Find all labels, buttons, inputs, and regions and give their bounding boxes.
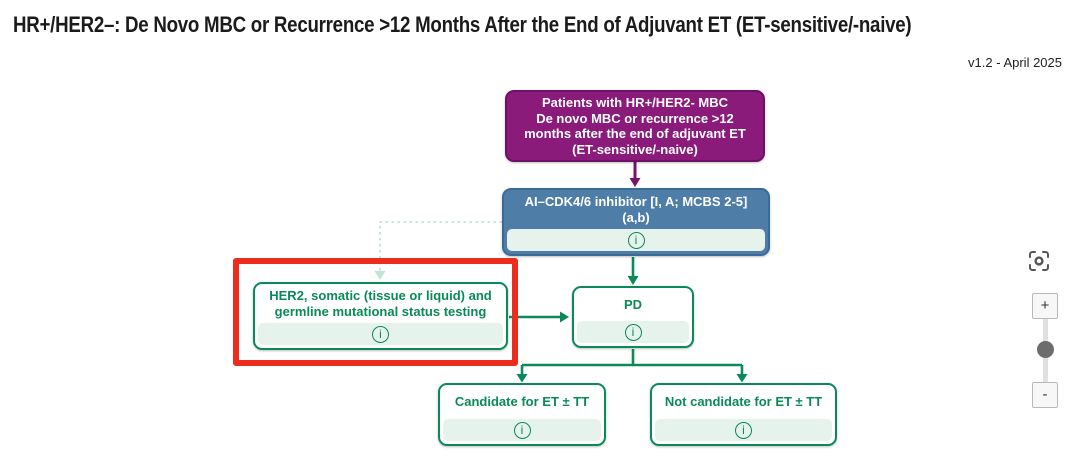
not-candidate-info-strip[interactable]: i <box>655 419 832 441</box>
node-her2-mutational-testing[interactable]: HER2, somatic (tissue or liquid) and ger… <box>253 282 508 350</box>
node-pd[interactable]: PD i <box>572 286 694 348</box>
pd-info-strip[interactable]: i <box>577 321 689 343</box>
node-pd-label: PD <box>623 296 643 312</box>
node-ai-cdk46-label: AI–CDK4/6 inhibitor [I, A; MCBS 2-5] (a,… <box>524 194 748 225</box>
node-candidate-label: Candidate for ET ± TT <box>454 394 590 410</box>
node-patients-label: Patients with HR+/HER2- MBC De novo MBC … <box>524 95 746 157</box>
dotted-connector <box>379 221 502 271</box>
info-icon[interactable]: i <box>735 421 752 439</box>
page-title-text: HR+/HER2–: De Novo MBC or Recurrence >12… <box>13 12 912 37</box>
info-icon[interactable]: i <box>513 421 531 439</box>
node-patients: Patients with HR+/HER2- MBC De novo MBC … <box>505 90 765 162</box>
node-candidate-et-tt[interactable]: Candidate for ET ± TT i <box>438 383 606 446</box>
candidate-info-strip[interactable]: i <box>443 419 601 441</box>
dotted-arrowhead <box>374 271 386 280</box>
fit-view-icon <box>1029 251 1049 271</box>
page-title: HR+/HER2–: De Novo MBC or Recurrence >12… <box>13 12 1070 38</box>
zoom-slider-handle[interactable] <box>1037 341 1054 358</box>
zoom-out-button[interactable]: - <box>1032 382 1058 408</box>
info-icon[interactable]: i <box>372 325 389 343</box>
node-not-candidate-label: Not candidate for ET ± TT <box>664 394 823 410</box>
reset-zoom-button[interactable] <box>1025 248 1053 276</box>
node-not-candidate-et-tt[interactable]: Not candidate for ET ± TT i <box>650 383 837 446</box>
node-her2-testing-label: HER2, somatic (tissue or liquid) and ger… <box>269 288 492 319</box>
version-label: v1.2 - April 2025 <box>968 55 1062 70</box>
ai-cdk46-info-strip[interactable]: i <box>507 229 765 251</box>
node-ai-cdk46-inhibitor[interactable]: AI–CDK4/6 inhibitor [I, A; MCBS 2-5] (a,… <box>502 188 770 256</box>
info-icon[interactable]: i <box>627 231 645 249</box>
info-icon[interactable]: i <box>624 323 642 341</box>
her2-testing-info-strip[interactable]: i <box>258 323 503 345</box>
zoom-in-button[interactable]: + <box>1032 293 1058 319</box>
